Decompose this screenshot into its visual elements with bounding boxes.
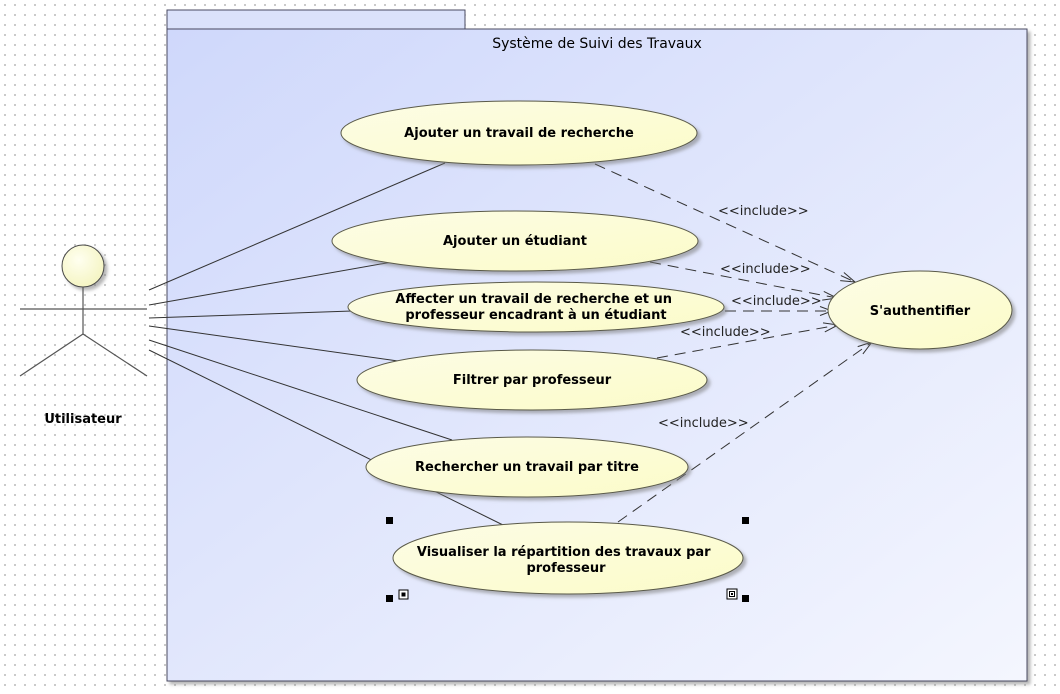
svg-text:Ajouter un travail de recherch: Ajouter un travail de recherche — [404, 126, 634, 141]
use-case-label: Filtrer par professeur — [453, 373, 612, 388]
resize-handle-bottom-right[interactable] — [742, 595, 749, 602]
svg-text:Ajouter un étudiant: Ajouter un étudiant — [443, 234, 587, 249]
use-case-ajouter-travail[interactable]: Ajouter un travail de recherche — [340, 100, 698, 166]
selection-handles[interactable] — [386, 517, 749, 602]
actor-stick-figure — [19, 287, 148, 377]
use-case-label: Ajouter un étudiant — [443, 234, 587, 249]
use-case-label: Ajouter un travail de recherche — [404, 126, 634, 141]
association-ajouter-etudiant — [148, 261, 393, 306]
use-case-rechercher[interactable]: Rechercher un travail par titre — [365, 436, 689, 498]
use-case-label: S'authentifier — [870, 304, 971, 319]
use-case-filtrer[interactable]: Filtrer par professeur — [356, 349, 708, 411]
resize-handle-top-left[interactable] — [386, 517, 393, 524]
use-case-ajouter-etudiant[interactable]: Ajouter un étudiant — [331, 210, 699, 272]
use-case-authentifier[interactable]: S'authentifier — [827, 270, 1013, 350]
association-filtrer — [148, 325, 399, 362]
use-case-label: Rechercher un travail par titre — [415, 460, 639, 475]
resize-handle-top-right[interactable] — [742, 517, 749, 524]
resize-handle-bottom-left[interactable] — [386, 595, 393, 602]
actor-label: Utilisateur — [44, 412, 122, 427]
use-case-affecter[interactable]: Affecter un travail de recherche et un p… — [347, 281, 725, 333]
use-case-visualiser[interactable]: Visualiser la répartition des travaux pa… — [392, 521, 744, 595]
actor-head — [61, 244, 105, 288]
system-tab — [166, 9, 466, 31]
include-label-2: <<include>> — [720, 262, 811, 277]
include-label-1: <<include>> — [718, 204, 809, 219]
include-label-4: <<include>> — [680, 325, 771, 340]
use-case-label-line-1: Visualiser la répartition des travaux pa… — [417, 545, 711, 560]
associations — [148, 162, 504, 526]
include-label-5: <<include>> — [658, 416, 749, 431]
include-label-3: <<include>> — [731, 294, 822, 309]
association-visualiser — [148, 349, 504, 526]
svg-text:Visualiser la répartition des: Visualiser la répartition des travaux pa… — [417, 545, 715, 576]
svg-text:Rechercher un travail par titr: Rechercher un travail par titre — [415, 460, 639, 475]
association-rechercher — [148, 339, 453, 441]
actor-utilisateur[interactable]: Utilisateur — [19, 244, 148, 427]
association-ajouter-travail — [148, 162, 446, 291]
use-case-label-line-1: Affecter un travail de recherche et un — [395, 292, 672, 307]
note-toggle-icon[interactable] — [398, 589, 409, 600]
svg-text:Affecter un travail de recherc: Affecter un travail de recherche et un p… — [395, 292, 676, 323]
smart-manipulator-icons[interactable] — [398, 588, 738, 600]
svg-text:Filtrer par professeur: Filtrer par professeur — [453, 373, 612, 388]
use-case-label-line-2: professeur encadrant à un étudiant — [405, 308, 666, 323]
use-case-label-line-2: professeur — [526, 561, 606, 576]
include-labels: <<include>> <<include>> <<include>> <<in… — [658, 204, 822, 431]
compartment-toggle-icon[interactable] — [726, 588, 738, 600]
svg-text:S'authentifier: S'authentifier — [870, 304, 971, 319]
system-title: Système de Suivi des Travaux — [492, 36, 702, 52]
association-affecter — [148, 310, 353, 319]
